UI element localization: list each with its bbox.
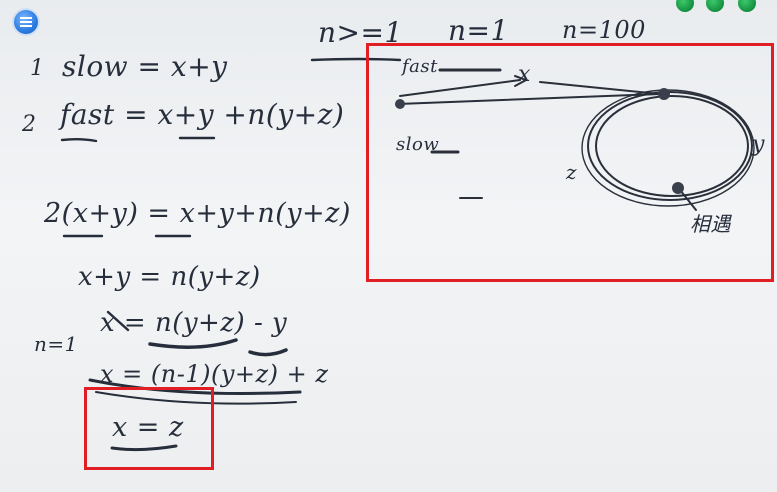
- derivation-step-4: x = (n-1)(y+z) + z: [100, 360, 329, 388]
- line-number-2: 2: [22, 112, 36, 137]
- meet-label: 相遇: [690, 212, 731, 236]
- equation-slow: slow = x+y: [62, 50, 228, 83]
- result-highlight-box: [84, 387, 214, 470]
- n-equals-1-note: n=1: [34, 332, 78, 356]
- derivation-step-1: 2(x+y) = x+y+n(y+z): [44, 198, 351, 229]
- z-label: z: [566, 160, 578, 184]
- magnet-icon: [706, 0, 724, 12]
- magnet-icon: [676, 0, 694, 12]
- condition-n-eq-1: n=1: [448, 14, 509, 47]
- equation-fast: fast = x+y +n(y+z): [60, 98, 345, 131]
- fast-underline: [60, 138, 98, 143]
- derivation-step-2: x+y = n(y+z): [78, 262, 261, 292]
- x-label: x: [518, 62, 531, 87]
- derivation-step-3: x = n(y+z) - y: [100, 308, 288, 338]
- magnet-icon: [738, 0, 756, 12]
- step3-underline-b: [248, 348, 288, 357]
- step3-underline: [148, 338, 238, 349]
- slow-label: slow: [396, 134, 440, 155]
- diagram-highlight-box: [366, 43, 774, 282]
- app-icon[interactable]: [14, 10, 38, 34]
- condition-n-eq-100: n=100: [562, 16, 646, 44]
- fast-label: fast: [402, 56, 438, 77]
- line-number-1: 1: [30, 56, 44, 81]
- y-label: y: [752, 132, 765, 157]
- final-result: x = z: [112, 412, 184, 443]
